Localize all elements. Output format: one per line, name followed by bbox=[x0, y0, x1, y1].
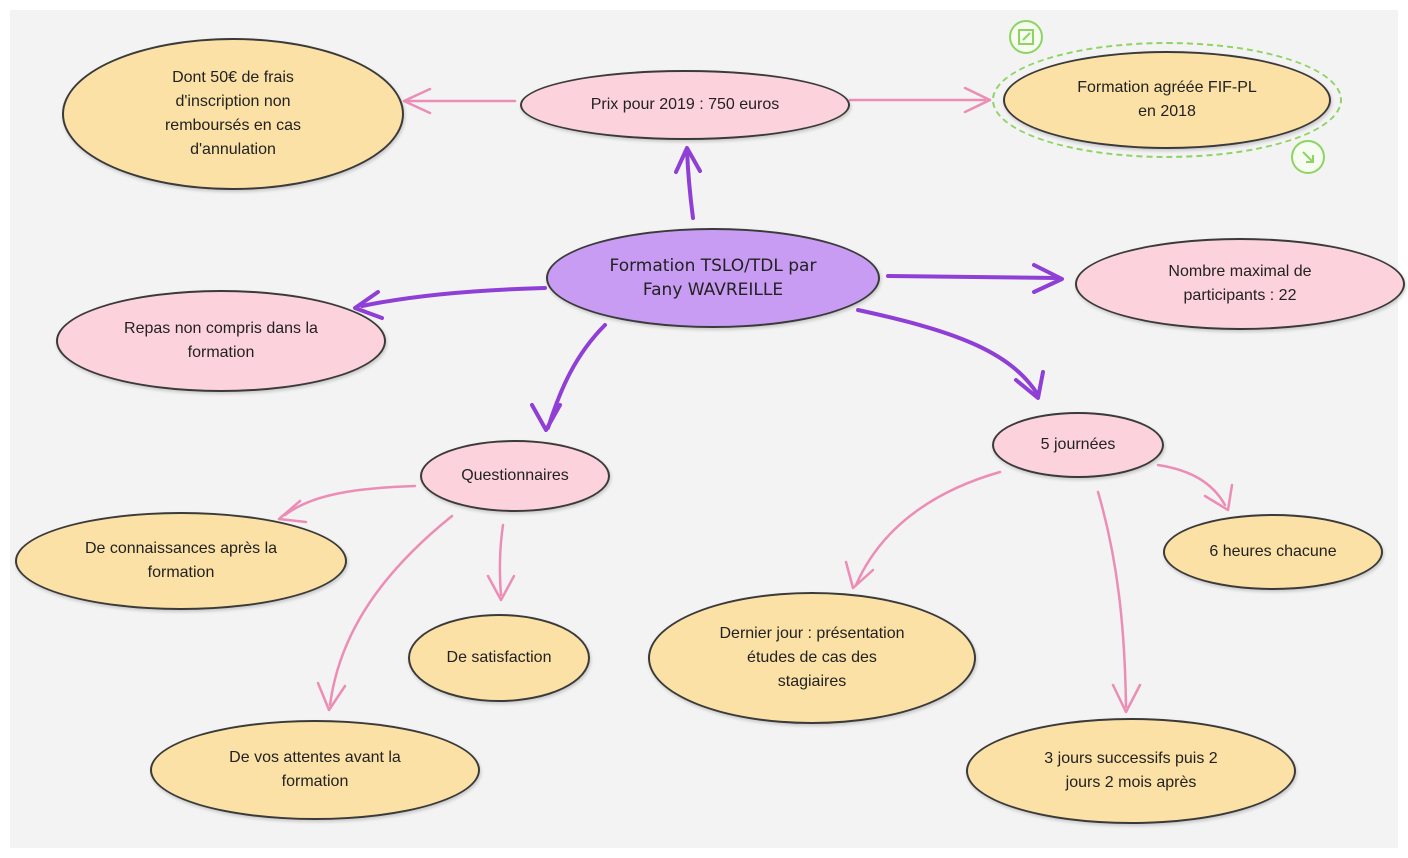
node-dernier-label: Dernier jour : présentation études de ca… bbox=[719, 625, 905, 690]
node-fifpl-label: Formation agréée FIF-PL en 2018 bbox=[1077, 79, 1257, 120]
node-fifpl[interactable]: Formation agréée FIF-PL en 2018 bbox=[1003, 51, 1331, 149]
node-frais-label: Dont 50€ de frais d'inscription non remb… bbox=[164, 69, 302, 158]
node-center[interactable]: Formation TSLO/TDL par Fany WAVREILLE bbox=[546, 228, 880, 328]
node-satisfaction[interactable]: De satisfaction bbox=[408, 614, 590, 702]
resize-handle[interactable] bbox=[1291, 140, 1325, 174]
node-attentes[interactable]: De vos attentes avant la formation bbox=[150, 720, 480, 820]
node-repas[interactable]: Repas non compris dans la formation bbox=[56, 290, 386, 392]
node-successifs-label: 3 jours successifs puis 2 jours 2 mois a… bbox=[1044, 750, 1218, 791]
node-successifs[interactable]: 3 jours successifs puis 2 jours 2 mois a… bbox=[966, 718, 1296, 824]
edit-handle[interactable] bbox=[1009, 20, 1043, 54]
node-connaissances-label: De connaissances après la formation bbox=[84, 540, 278, 581]
node-dernier[interactable]: Dernier jour : présentation études de ca… bbox=[648, 592, 976, 724]
node-prix-label: Prix pour 2019 : 750 euros bbox=[590, 96, 780, 113]
node-satisfaction-label: De satisfaction bbox=[446, 649, 552, 666]
edit-icon bbox=[1018, 29, 1034, 45]
node-attentes-label: De vos attentes avant la formation bbox=[229, 749, 401, 790]
node-heures-label: 6 heures chacune bbox=[1209, 543, 1337, 560]
node-connaissances[interactable]: De connaissances après la formation bbox=[15, 512, 347, 610]
node-heures[interactable]: 6 heures chacune bbox=[1163, 514, 1383, 590]
node-journees-label: 5 journées bbox=[1040, 436, 1116, 453]
node-questionnaires[interactable]: Questionnaires bbox=[420, 440, 610, 512]
node-nombre[interactable]: Nombre maximal de participants : 22 bbox=[1075, 238, 1405, 330]
node-questionnaires-label: Questionnaires bbox=[461, 467, 569, 484]
resize-arrow-icon bbox=[1302, 151, 1314, 163]
node-journees[interactable]: 5 journées bbox=[992, 412, 1164, 478]
node-frais[interactable]: Dont 50€ de frais d'inscription non remb… bbox=[62, 38, 404, 190]
node-prix[interactable]: Prix pour 2019 : 750 euros bbox=[520, 70, 850, 140]
node-nombre-label: Nombre maximal de participants : 22 bbox=[1168, 263, 1312, 304]
node-center-label: Formation TSLO/TDL par Fany WAVREILLE bbox=[609, 256, 817, 300]
node-repas-label: Repas non compris dans la formation bbox=[124, 320, 318, 361]
